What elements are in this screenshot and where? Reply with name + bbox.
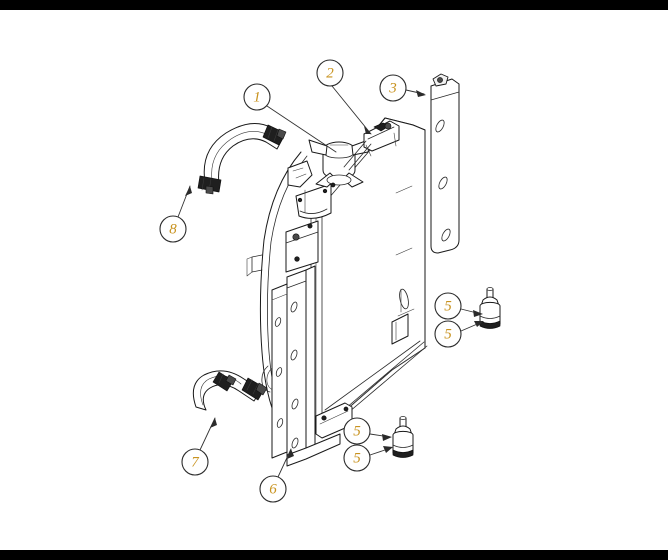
hose-clamp-left bbox=[197, 175, 222, 195]
callout-5c-circle bbox=[343, 417, 371, 445]
letterbox-bottom-bar bbox=[0, 550, 668, 560]
callout-2[interactable]: 2 bbox=[316, 59, 344, 87]
callout-5b-number: 5 bbox=[444, 327, 452, 343]
callout-3[interactable]: 3 bbox=[379, 74, 407, 102]
letterbox-top-bar bbox=[0, 0, 668, 10]
callout-5a-circle bbox=[434, 292, 462, 320]
arrowhead-5a bbox=[473, 310, 483, 317]
callout-leaders bbox=[177, 85, 484, 478]
callout-5c[interactable]: 5 bbox=[343, 417, 371, 445]
callout-3-circle bbox=[379, 74, 407, 102]
rubber-isolator-mount-lower bbox=[392, 416, 414, 458]
callout-2-number: 2 bbox=[326, 66, 334, 82]
rubber-isolator-mount-upper bbox=[479, 287, 501, 329]
callout-7-circle bbox=[181, 448, 209, 476]
callout-5d-number: 5 bbox=[353, 451, 361, 467]
arrowhead-3 bbox=[416, 90, 426, 97]
callout-6-number: 6 bbox=[269, 482, 277, 498]
inlet-tab-bracket bbox=[287, 160, 313, 188]
lower-radiator-hose bbox=[192, 370, 268, 411]
callout-1[interactable]: 1 bbox=[243, 83, 271, 111]
callout-6-circle bbox=[259, 475, 287, 503]
radiator-core-ribs bbox=[395, 185, 415, 317]
arrowhead-7 bbox=[210, 418, 217, 428]
callout-5a[interactable]: 5 bbox=[434, 292, 462, 320]
callout-7[interactable]: 7 bbox=[181, 448, 209, 476]
core-bottom-foot bbox=[391, 313, 409, 345]
callout-5b-circle bbox=[434, 320, 462, 348]
upper-mounting-bracket bbox=[343, 120, 400, 171]
hose-clamp-right bbox=[262, 124, 287, 146]
arrowhead-8 bbox=[185, 186, 192, 196]
callout-8-number: 8 bbox=[169, 222, 177, 238]
leader-6 bbox=[277, 448, 292, 478]
left-frame-rail bbox=[271, 265, 341, 467]
upper-radiator-hose bbox=[197, 123, 287, 195]
lower-hose-clamp-end bbox=[241, 377, 268, 401]
core-lower-bracket bbox=[315, 402, 353, 439]
callout-3-number: 3 bbox=[388, 81, 397, 97]
side-mounting-strap bbox=[430, 73, 460, 254]
callout-8-circle bbox=[159, 215, 187, 243]
callout-5c-number: 5 bbox=[353, 424, 361, 440]
arrowhead-2 bbox=[364, 126, 371, 134]
arrowhead-5b bbox=[474, 321, 484, 327]
callout-5d-circle bbox=[343, 444, 371, 472]
arrowhead-5c bbox=[382, 434, 392, 441]
callout-bubbles: 1 2 3 5 5 5 5 6 7 8 bbox=[159, 59, 462, 503]
arrowhead-5d bbox=[383, 446, 393, 453]
callout-8[interactable]: 8 bbox=[159, 215, 187, 243]
callout-7-number: 7 bbox=[191, 455, 200, 471]
leader-1 bbox=[266, 105, 337, 153]
radiator-filler-neck-cap bbox=[308, 138, 372, 188]
callout-2-circle bbox=[316, 59, 344, 87]
lower-hose-clamp-mid bbox=[212, 371, 237, 392]
callout-5b[interactable]: 5 bbox=[434, 320, 462, 348]
callout-6[interactable]: 6 bbox=[259, 475, 287, 503]
callout-5d[interactable]: 5 bbox=[343, 444, 371, 472]
leader-2 bbox=[331, 85, 372, 135]
callout-5a-number: 5 bbox=[444, 299, 452, 315]
mid-mounting-plate bbox=[285, 183, 332, 273]
callout-1-circle bbox=[243, 83, 271, 111]
arrowhead-6 bbox=[287, 449, 294, 459]
callout-1-number: 1 bbox=[253, 90, 261, 106]
